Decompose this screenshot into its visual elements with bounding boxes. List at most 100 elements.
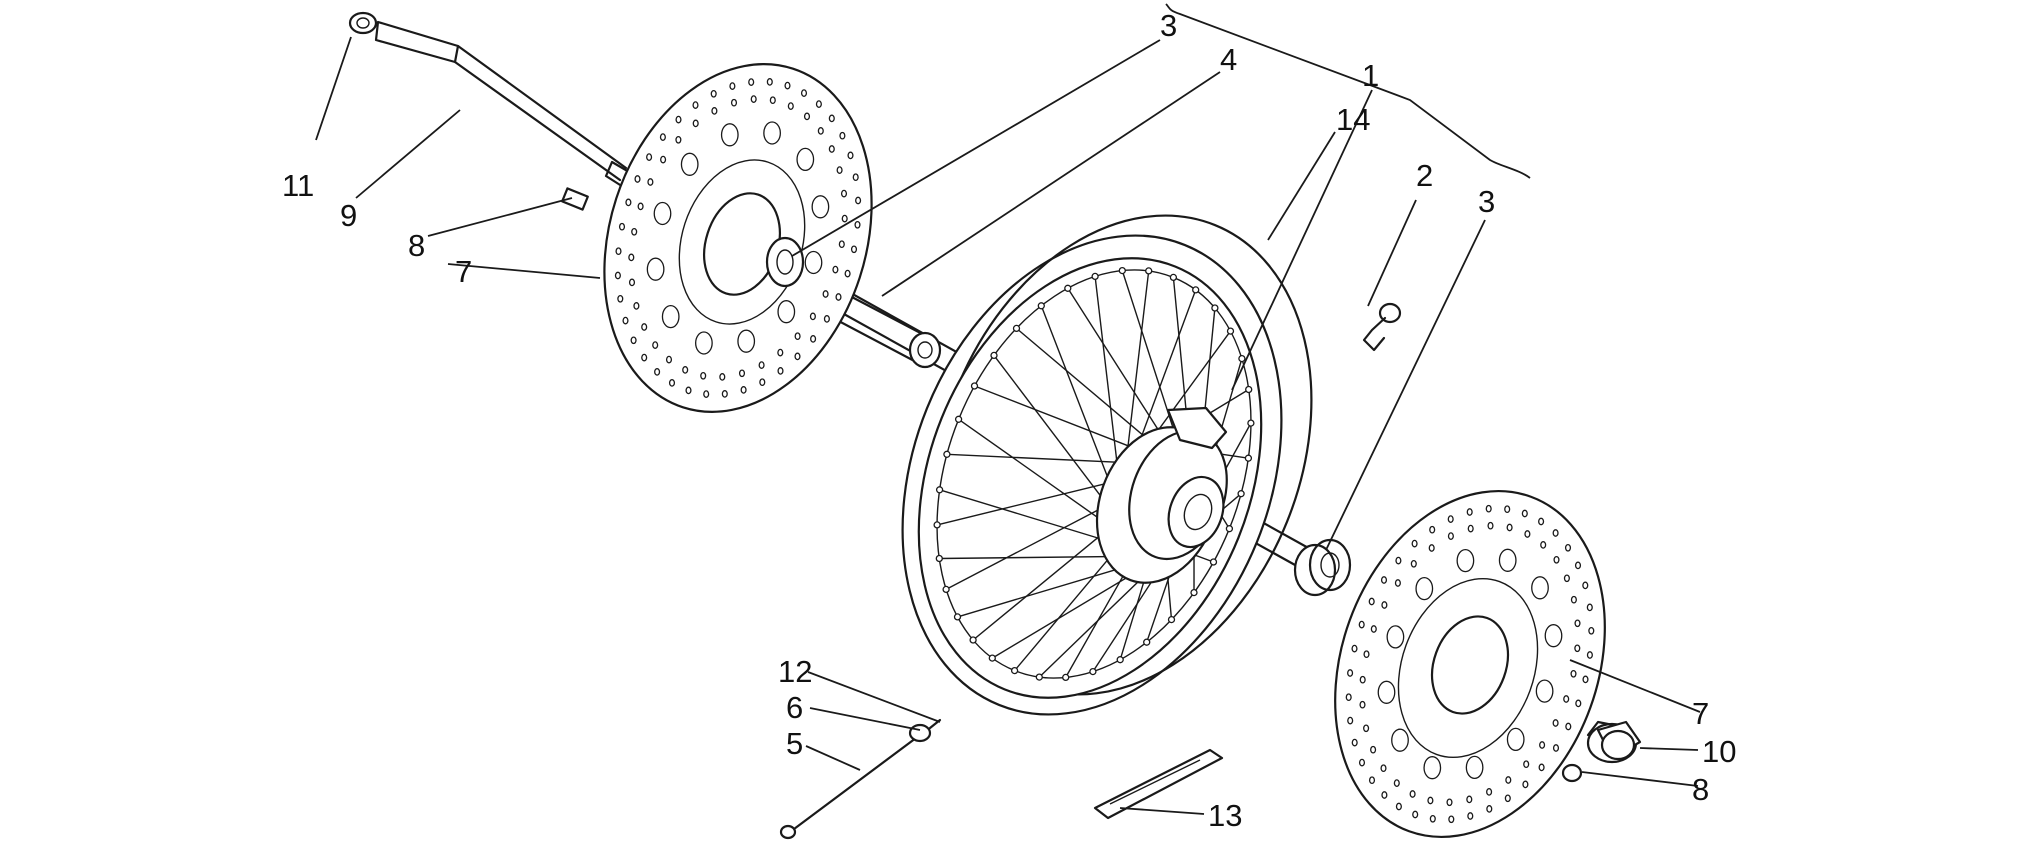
disc-hole — [628, 253, 635, 262]
disc-hole — [622, 316, 629, 325]
disc-hole — [1466, 795, 1473, 804]
spoke-nipple — [1012, 324, 1021, 333]
callout-11: 11 — [282, 168, 314, 203]
spoke-nipple — [933, 521, 941, 529]
disc-hole — [614, 271, 621, 280]
disc-hole — [766, 78, 773, 86]
disc-hole — [1411, 539, 1418, 548]
disc-hole — [841, 214, 848, 223]
disc-hole — [763, 121, 781, 145]
disc-hole — [839, 131, 846, 140]
callout-3-left: 3 — [1160, 8, 1177, 43]
disc-hole — [828, 114, 835, 123]
disc-hole — [633, 302, 640, 310]
disc-hole — [1428, 544, 1435, 552]
disc-hole — [1395, 556, 1402, 565]
disc-hole — [1544, 624, 1563, 648]
callout-2: 2 — [1416, 158, 1433, 193]
callout-13: 13 — [1208, 798, 1242, 833]
spoke-nipple — [1064, 284, 1072, 292]
disc-hole — [1347, 716, 1354, 725]
disc-hole — [1486, 788, 1493, 796]
disc-hole — [1393, 779, 1400, 787]
disc-hole — [1359, 700, 1366, 709]
disc-hole — [1586, 603, 1593, 612]
disc-hole — [817, 127, 824, 135]
disc-hole — [823, 315, 830, 323]
disc-hole — [1446, 798, 1453, 807]
spoke-nipple — [1238, 354, 1246, 363]
callout-8-left: 8 — [408, 228, 425, 263]
right-bearing — [1293, 538, 1352, 597]
disc-hole — [1363, 724, 1370, 733]
disc-hole — [1552, 719, 1559, 727]
callout-8-right: 8 — [1692, 772, 1709, 807]
disc-hole — [682, 366, 689, 374]
disc-hole — [1538, 517, 1545, 526]
disc-hole — [1574, 644, 1581, 653]
disc-hole — [811, 195, 830, 219]
spoke-nipple — [969, 636, 977, 644]
disc-hole — [1359, 675, 1366, 684]
disc-hole — [810, 335, 817, 343]
disc-hole — [692, 101, 699, 109]
disc-hole — [730, 98, 738, 107]
disc-hole — [1465, 755, 1484, 780]
disc-hole — [652, 341, 659, 349]
spoke-nipple — [943, 450, 951, 458]
left-brake-disc — [561, 63, 873, 413]
spoke-nipple — [1035, 673, 1043, 681]
disc-hole — [1447, 532, 1454, 540]
disc-hole — [1391, 728, 1409, 752]
disc-hole — [787, 102, 794, 110]
disc-hole — [809, 312, 816, 321]
disc-hole — [759, 378, 766, 387]
disc-hole — [628, 278, 636, 287]
disc-hole — [719, 373, 726, 381]
rim-strip-part — [1093, 748, 1224, 820]
wheel-spoke — [1121, 270, 1182, 453]
disc-hole — [653, 201, 672, 226]
spoke-part — [779, 718, 942, 840]
spoke-nipple — [1190, 588, 1198, 597]
disc-hole — [852, 173, 859, 182]
disc-hole — [1538, 763, 1545, 772]
disc-hole — [654, 368, 661, 376]
disc-hole — [1552, 529, 1559, 537]
leader-lines — [315, 36, 1701, 815]
spoke-nipple — [1143, 638, 1151, 646]
disc-hole — [1448, 815, 1455, 824]
disc-hole — [1586, 651, 1593, 659]
callout-7-left: 7 — [455, 254, 472, 289]
disc-hole — [1370, 625, 1377, 633]
callout-14: 14 — [1336, 102, 1370, 137]
disc-hole — [832, 265, 839, 274]
disc-hole — [660, 155, 667, 164]
disc-hole — [1485, 504, 1492, 513]
spoke-nipple — [1244, 454, 1253, 462]
disc-hole — [1535, 679, 1554, 703]
disc-hole — [1552, 744, 1560, 752]
wheel-spoke — [936, 478, 1123, 526]
spoke-nipple — [935, 486, 944, 494]
disc-hole — [828, 145, 835, 153]
disc-hole — [1412, 810, 1419, 819]
right-brake-disc — [1334, 490, 1606, 838]
disc-hole — [1565, 722, 1572, 731]
disc-hole — [777, 300, 796, 324]
disc-hole — [1351, 644, 1358, 653]
callout-4: 4 — [1220, 42, 1237, 77]
disc-hole — [804, 250, 823, 275]
disc-hole — [1574, 619, 1581, 628]
disc-hole — [1582, 581, 1589, 590]
disc-hole — [630, 336, 637, 345]
disc-hole — [646, 153, 653, 161]
disc-hole — [854, 220, 861, 229]
disc-hole — [840, 189, 848, 198]
callout-3-right: 3 — [1478, 184, 1495, 219]
disc-hole — [615, 247, 622, 256]
wheel-spoke — [945, 497, 1121, 591]
spoke-nipple — [1225, 525, 1234, 533]
spoke-nipple — [1091, 272, 1099, 281]
